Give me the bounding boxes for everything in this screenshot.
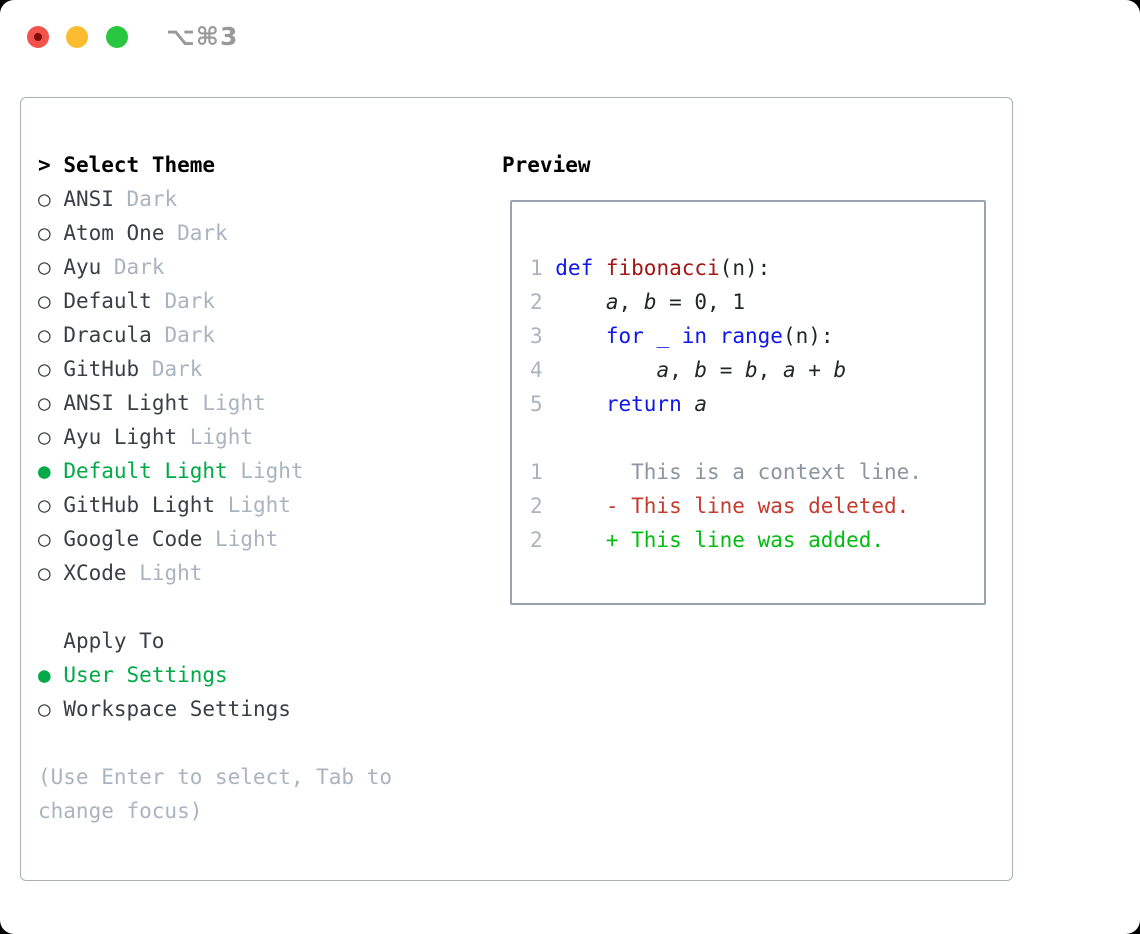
- option-label: GitHub: [63, 357, 140, 381]
- close-dot-icon: [34, 33, 42, 41]
- option-variant-label: Dark: [164, 289, 216, 313]
- apply-option-workspace-settings[interactable]: ○ Workspace Settings: [38, 692, 468, 726]
- option-label: XCode: [63, 561, 127, 585]
- spacer: [38, 590, 468, 624]
- option-label: Ayu: [63, 255, 102, 279]
- option-variant-label: Dark: [113, 255, 165, 279]
- radio-icon: ○: [38, 221, 51, 245]
- theme-option-default-light[interactable]: ● Default Light Light: [38, 454, 468, 488]
- zoom-button[interactable]: [106, 26, 128, 48]
- close-button[interactable]: [27, 26, 49, 48]
- option-variant-label: Dark: [126, 187, 178, 211]
- code-line: 2 + This line was added.: [530, 523, 922, 557]
- line-number: 4: [530, 358, 543, 382]
- theme-option-google-code[interactable]: ○ Google Code Light: [38, 522, 468, 556]
- left-column: > Select Theme ○ ANSI Dark○ Atom One Dar…: [38, 148, 468, 828]
- preview-header: Preview: [502, 153, 591, 177]
- option-label: Workspace Settings: [63, 697, 291, 721]
- window-title: ⌥⌘3: [166, 22, 239, 51]
- code-line: 5 return a: [530, 387, 922, 421]
- theme-option-default[interactable]: ○ Default Dark: [38, 284, 468, 318]
- option-label: Default: [63, 289, 152, 313]
- radio-icon: ○: [38, 527, 51, 551]
- option-variant-label: Light: [189, 425, 253, 449]
- radio-icon: ○: [38, 357, 51, 381]
- theme-option-dracula[interactable]: ○ Dracula Dark: [38, 318, 468, 352]
- theme-option-github[interactable]: ○ GitHub Dark: [38, 352, 468, 386]
- option-variant-label: Light: [139, 561, 203, 585]
- select-theme-header: > Select Theme: [38, 148, 468, 182]
- radio-icon: ○: [38, 255, 51, 279]
- code-line: 2 a, b = 0, 1: [530, 285, 922, 319]
- option-label: ANSI: [63, 187, 114, 211]
- theme-option-github-light[interactable]: ○ GitHub Light Light: [38, 488, 468, 522]
- selected-radio-icon: ●: [38, 663, 51, 687]
- option-label: GitHub Light: [63, 493, 216, 517]
- radio-icon: ○: [38, 425, 51, 449]
- option-variant-label: Dark: [164, 323, 216, 347]
- option-variant-label: Light: [240, 459, 304, 483]
- option-label: Default Light: [63, 459, 228, 483]
- option-variant-label: Light: [202, 391, 266, 415]
- apply-to-label: Apply To: [63, 629, 165, 653]
- option-variant-label: Dark: [151, 357, 203, 381]
- theme-option-ansi-light[interactable]: ○ ANSI Light Light: [38, 386, 468, 420]
- line-number: 2: [530, 290, 543, 314]
- titlebar: ⌥⌘3: [0, 0, 1140, 76]
- line-number: 3: [530, 324, 543, 348]
- radio-icon: ○: [38, 323, 51, 347]
- minimize-button[interactable]: [66, 26, 88, 48]
- radio-icon: ○: [38, 391, 51, 415]
- theme-option-ayu[interactable]: ○ Ayu Dark: [38, 250, 468, 284]
- blank-line: [530, 421, 922, 455]
- code-line: 1 This is a context line.: [530, 455, 922, 489]
- prompt-icon: >: [38, 153, 51, 177]
- code-line: 2 - This line was deleted.: [530, 489, 922, 523]
- line-number: 1: [530, 256, 543, 280]
- radio-icon: ○: [38, 697, 51, 721]
- select-theme-label: Select Theme: [63, 153, 216, 177]
- line-number: 5: [530, 392, 543, 416]
- radio-icon: ○: [38, 289, 51, 313]
- help-text: (Use Enter to select, Tab to change focu…: [38, 765, 393, 823]
- radio-icon: ○: [38, 493, 51, 517]
- option-label: ANSI Light: [63, 391, 190, 415]
- theme-option-xcode[interactable]: ○ XCode Light: [38, 556, 468, 590]
- option-variant-label: Dark: [177, 221, 228, 245]
- line-number: 2: [530, 494, 543, 518]
- radio-icon: ○: [38, 187, 51, 211]
- code-line: 4 a, b = b, a + b: [530, 353, 922, 387]
- radio-icon: ○: [38, 561, 51, 585]
- option-label: Google Code: [63, 527, 203, 551]
- theme-option-ansi[interactable]: ○ ANSI Dark: [38, 182, 468, 216]
- apply-to-header: Apply To: [38, 624, 468, 658]
- line-number: 1: [530, 460, 543, 484]
- option-variant-label: Light: [215, 527, 279, 551]
- option-variant-label: Light: [227, 493, 291, 517]
- option-label: Dracula: [63, 323, 152, 347]
- theme-option-atom-one[interactable]: ○ Atom One Dark: [38, 216, 468, 250]
- option-label: User Settings: [63, 663, 228, 687]
- theme-list: ○ ANSI Dark○ Atom One Dark○ Ayu Dark○ De…: [38, 182, 468, 590]
- apply-list: ● User Settings○ Workspace Settings: [38, 658, 468, 726]
- line-number: 2: [530, 528, 543, 552]
- option-label: Atom One: [63, 221, 165, 245]
- apply-option-user-settings[interactable]: ● User Settings: [38, 658, 468, 692]
- option-label: Ayu Light: [63, 425, 178, 449]
- spacer: [38, 726, 468, 760]
- code-line: 3 for _ in range(n):: [530, 319, 922, 353]
- theme-option-ayu-light[interactable]: ○ Ayu Light Light: [38, 420, 468, 454]
- selected-radio-icon: ●: [38, 459, 51, 483]
